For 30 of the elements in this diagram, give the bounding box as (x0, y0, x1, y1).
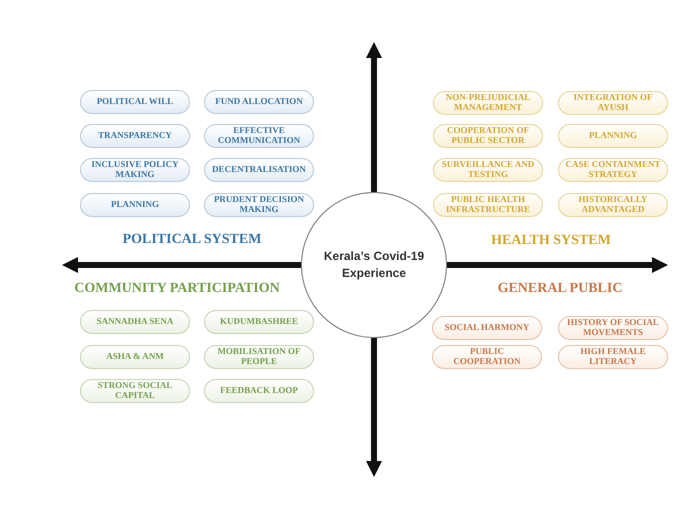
factor-box: HISTORICALLY ADVANTAGED (558, 193, 668, 217)
factor-box: COOPERATION OF PUBLIC SECTOR (433, 124, 543, 148)
quadrant-heading: HEALTH SYSTEM (491, 233, 611, 249)
quadrant-heading: COMMUNITY PARTICIPATION (74, 281, 280, 297)
factor-box: TRANSPARENCY (80, 124, 190, 148)
factor-box: HIGH FEMALE LITERACY (558, 345, 668, 369)
factor-box: DECENTRALISATION (204, 158, 314, 182)
factor-box: FUND ALLOCATION (204, 90, 314, 114)
factor-box: NON-PREJUDICIAL MANAGEMENT (433, 91, 543, 115)
factor-box: PUBLIC COOPERATION (432, 345, 542, 369)
factor-box: INCLUSIVE POLICY MAKING (80, 158, 190, 182)
factor-box: CASE CONTAINMENT STRATEGY (558, 158, 668, 182)
factor-box: POLITICAL WILL (80, 90, 190, 114)
factor-box: PRUDENT DECISION MAKING (204, 193, 314, 217)
factor-box: HISTORY OF SOCIAL MOVEMENTS (558, 316, 668, 340)
factor-box: STRONG SOCIAL CAPITAL (80, 379, 190, 403)
factor-box: SURVEILLANCE AND TESTING (433, 158, 543, 182)
quadrant-heading: GENERAL PUBLIC (498, 281, 622, 297)
quadrant-heading: POLITICAL SYSTEM (122, 232, 262, 248)
factor-box: KUDUMBASHREE (204, 310, 314, 334)
factor-box: PUBLIC HEALTH INFRASTRUCTURE (433, 193, 543, 217)
factor-box: SANNADHA SENA (80, 310, 190, 334)
factor-box: FEEDBACK LOOP (204, 379, 314, 403)
factor-box: MOBILISATION OF PEOPLE (204, 345, 314, 369)
factor-box: ASHA & ANM (80, 345, 190, 369)
factor-box: SOCIAL HARMONY (432, 316, 542, 340)
factor-box: PLANNING (558, 124, 668, 148)
factor-box: PLANNING (80, 193, 190, 217)
factor-box: INTEGRATION OF AYUSH (558, 91, 668, 115)
factor-box: EFFECTIVE COMMUNICATION (204, 124, 314, 148)
